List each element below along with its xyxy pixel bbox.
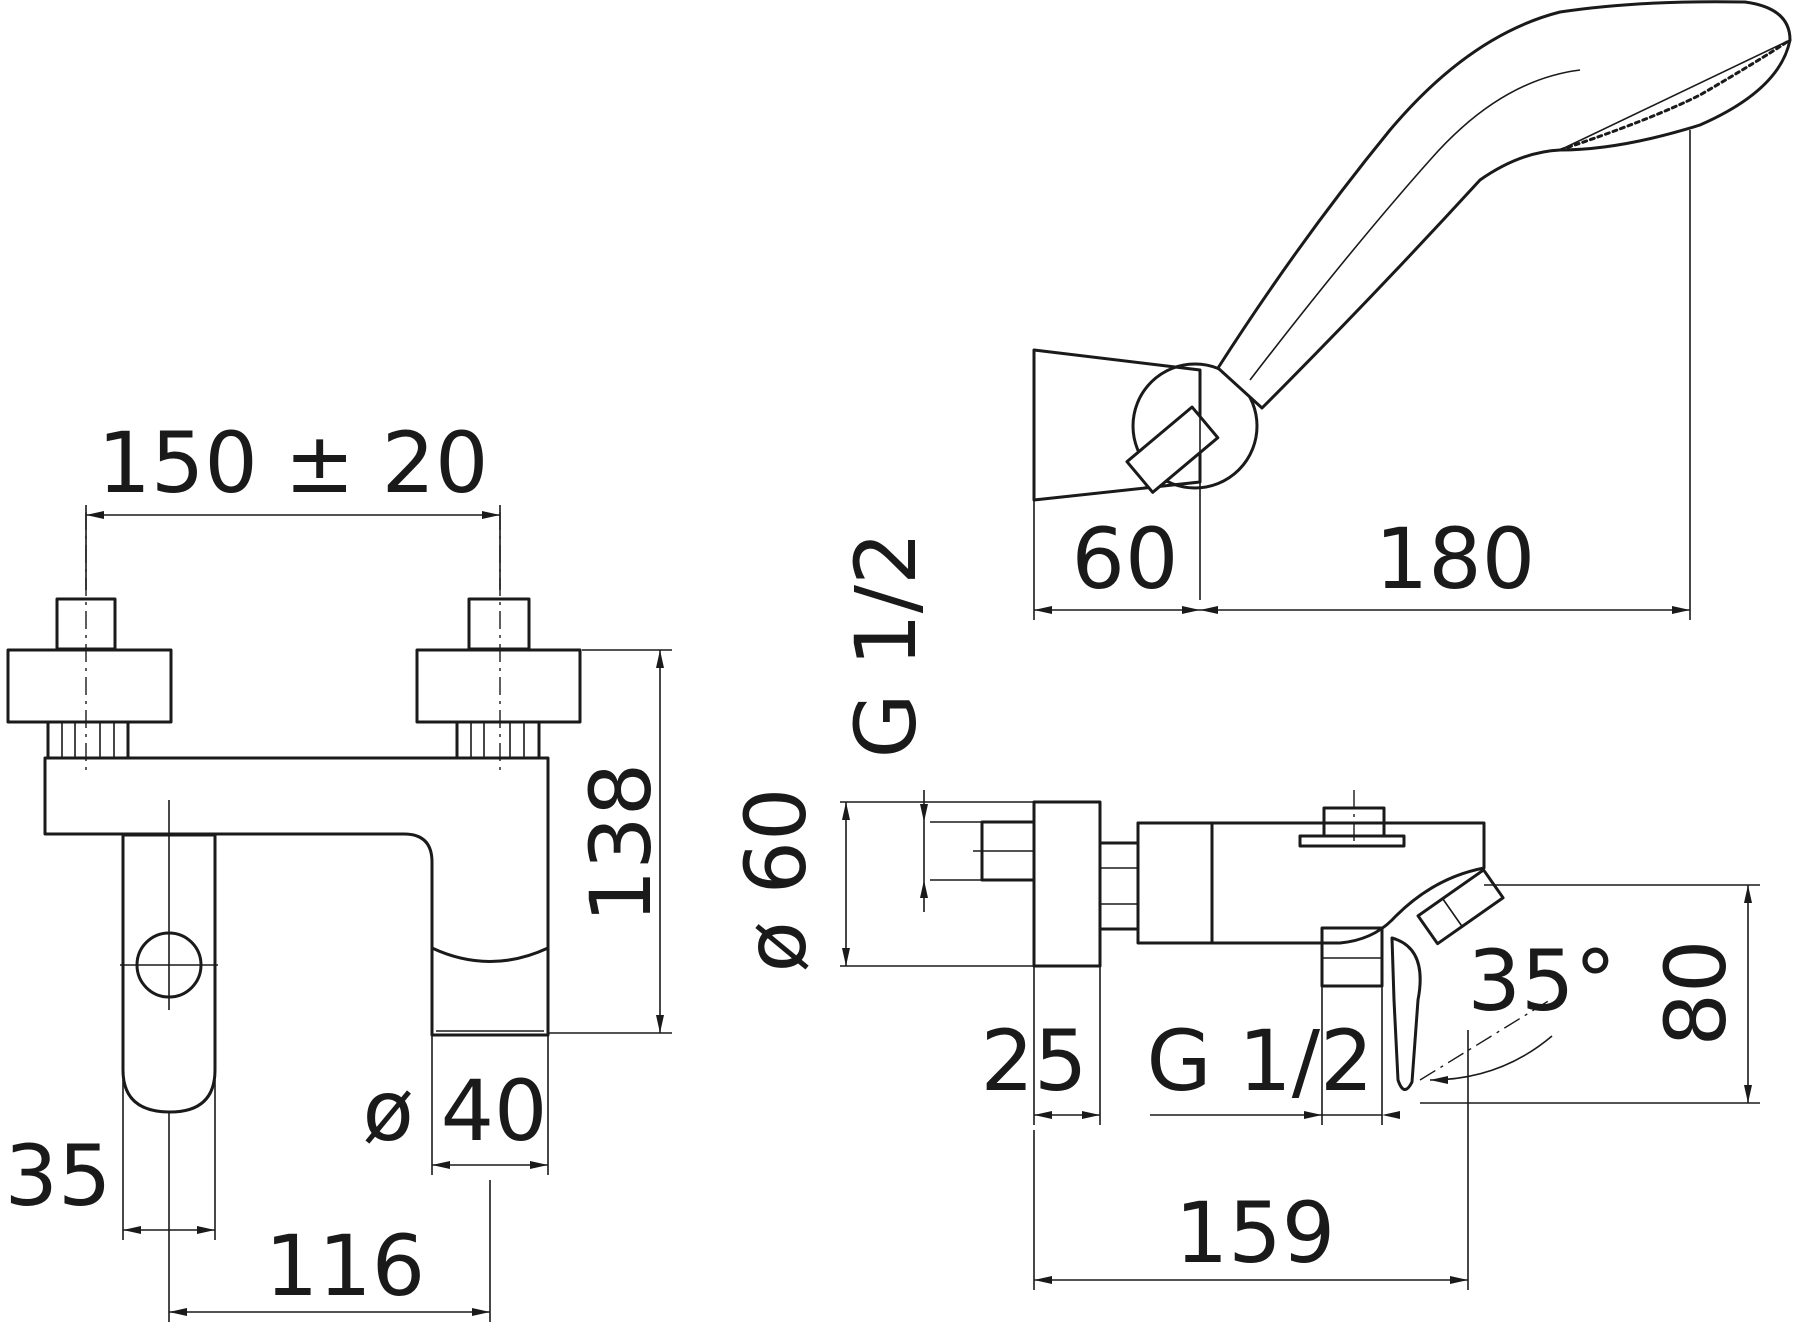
right-flange xyxy=(415,648,582,724)
wall-flange xyxy=(1032,800,1102,968)
bottom-outlet xyxy=(1320,926,1384,988)
dim-depth: 159 xyxy=(1175,1184,1335,1282)
dim-outlet-diameter: ø 40 xyxy=(363,1062,548,1160)
lever-angled-cap xyxy=(1416,868,1505,946)
left-union xyxy=(46,720,130,760)
angle-arc xyxy=(1429,1035,1553,1081)
dim-outlet-thread: G 1/2 xyxy=(1147,1012,1374,1110)
side-lever xyxy=(1390,936,1422,1091)
top-knob-base xyxy=(1298,834,1406,848)
dim-side-height: 80 xyxy=(1647,940,1745,1047)
dim-spacing: 150 ± 20 xyxy=(97,414,488,512)
dim-lever-offset: 35 xyxy=(5,1127,112,1225)
spout-outlet xyxy=(430,946,550,963)
dim-height: 138 xyxy=(572,763,670,923)
holder-swivel xyxy=(1131,362,1259,490)
dim-lever-angle: 35° xyxy=(1468,932,1617,1030)
hand-shower-view: 60 180 xyxy=(1032,0,1792,620)
mixer-body xyxy=(43,756,550,1037)
dim-wall-thread-top: G 1/2 xyxy=(837,532,935,759)
side-union xyxy=(1098,841,1140,931)
right-connector-nut xyxy=(467,597,531,651)
front-view: 150 ± 20 138 ø 40 35 116 xyxy=(5,414,672,1322)
side-view: 35° G 1/2 ø 60 25 G 1/2 159 xyxy=(727,532,1760,1290)
left-flange xyxy=(6,648,173,724)
side-body xyxy=(1136,821,1486,945)
dim-holder-depth: 60 xyxy=(1072,510,1179,608)
handshower-handle xyxy=(1216,0,1792,410)
dim-flange-depth: 25 xyxy=(981,1012,1088,1110)
dim-flange-diameter: ø 60 xyxy=(727,788,825,973)
dim-spout-projection: 116 xyxy=(265,1217,425,1315)
spray-face xyxy=(1558,38,1792,152)
right-union xyxy=(455,720,541,760)
side-body-cartridge xyxy=(1136,821,1214,945)
holder-connector xyxy=(1125,405,1220,494)
dim-handshower-length: 180 xyxy=(1375,510,1535,608)
